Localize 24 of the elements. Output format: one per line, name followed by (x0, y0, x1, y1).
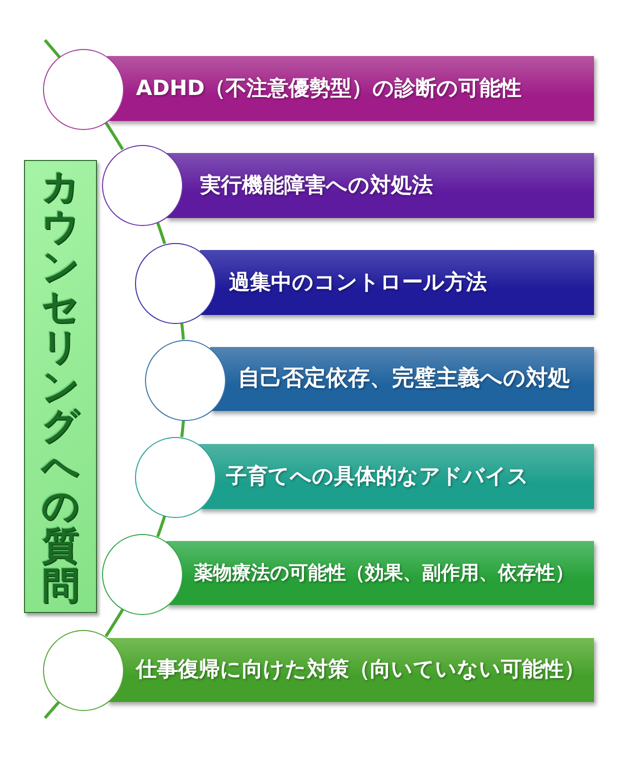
topic-bar (166, 153, 594, 218)
topic-bar (107, 638, 594, 702)
topic-bar (210, 347, 594, 411)
title-panel (24, 160, 97, 613)
connector-line (44, 698, 62, 720)
connector-line (44, 38, 62, 60)
topic-bar (199, 444, 594, 509)
topic-bar (200, 250, 594, 315)
title-text: カウンセリングへの質問 (40, 166, 81, 606)
connector-line (104, 608, 124, 638)
topic-label: 実行機能障害への対処法 (200, 172, 433, 198)
topic-label: ADHD（不注意優勢型）の診断の可能性 (136, 76, 522, 102)
connector-line (180, 322, 185, 341)
topic-label: 薬物療法の可能性（効果、副作用、依存性） (194, 562, 574, 584)
topic-label: 子育てへの具体的なアドバイス (226, 464, 529, 490)
connector-line (180, 419, 185, 438)
topic-label: 過集中のコントロール方法 (229, 270, 487, 296)
connector-line (104, 122, 124, 150)
topic-bar (107, 56, 594, 121)
topic-bar (166, 541, 594, 605)
topic-label: 自己否定依存、完璧主義への対処 (238, 366, 570, 392)
connector-line (156, 221, 166, 245)
topic-label: 仕事復帰に向けた対策（向いていない可能性） (136, 657, 585, 683)
connector-line (156, 514, 166, 538)
